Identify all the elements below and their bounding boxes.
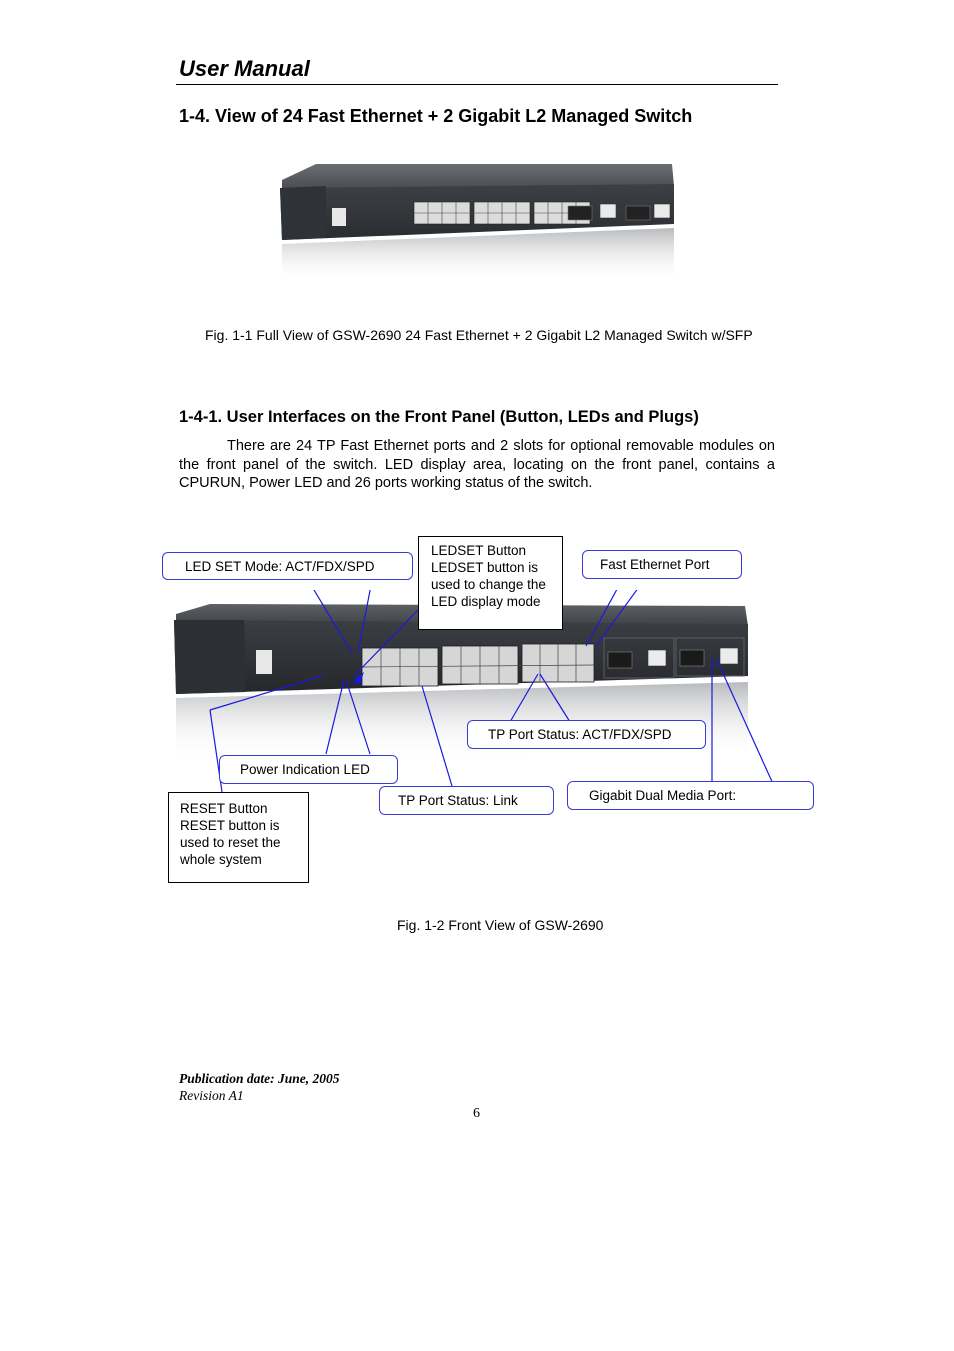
page-number: 6: [473, 1106, 480, 1121]
switch-photo-full: [280, 164, 674, 284]
revision: Revision A1: [179, 1088, 244, 1103]
ledset-button-title: LEDSET Button: [431, 543, 527, 558]
callout-ledset-button: LEDSET Button LEDSET button is used to c…: [418, 536, 563, 630]
reset-button-title: RESET Button: [180, 801, 268, 816]
section-title: 1-4. View of 24 Fast Ethernet + 2 Gigabi…: [179, 106, 693, 126]
subsection-paragraph: There are 24 TP Fast Ethernet ports and …: [179, 438, 775, 491]
switch-photo-front: [174, 590, 775, 787]
callout-reset-button: RESET Button RESET button is used to res…: [168, 792, 309, 883]
callout-power-led: Power Indication LED: [219, 755, 398, 784]
callout-fast-ethernet-port: Fast Ethernet Port: [582, 550, 742, 579]
figure1-caption: Fig. 1-1 Full View of GSW-2690 24 Fast E…: [205, 327, 753, 343]
callout-tp-port-status-act: TP Port Status: ACT/FDX/SPD: [467, 720, 706, 749]
header-title: User Manual: [179, 56, 310, 81]
publication-date: Publication date: June, 2005: [179, 1071, 340, 1086]
reset-button-desc: RESET button is used to reset the whole …: [180, 818, 281, 867]
callout-led-set-mode: LED SET Mode: ACT/FDX/SPD: [162, 552, 413, 580]
ledset-button-desc: LEDSET button is used to change the LED …: [431, 560, 546, 609]
figure2-caption: Fig. 1-2 Front View of GSW-2690: [397, 917, 604, 933]
subsection-title: 1-4-1. User Interfaces on the Front Pane…: [179, 408, 699, 426]
callout-gigabit-dual-media: Gigabit Dual Media Port:: [567, 781, 814, 810]
header-rule: [176, 84, 778, 85]
callout-tp-port-status-link: TP Port Status: Link: [379, 786, 554, 815]
